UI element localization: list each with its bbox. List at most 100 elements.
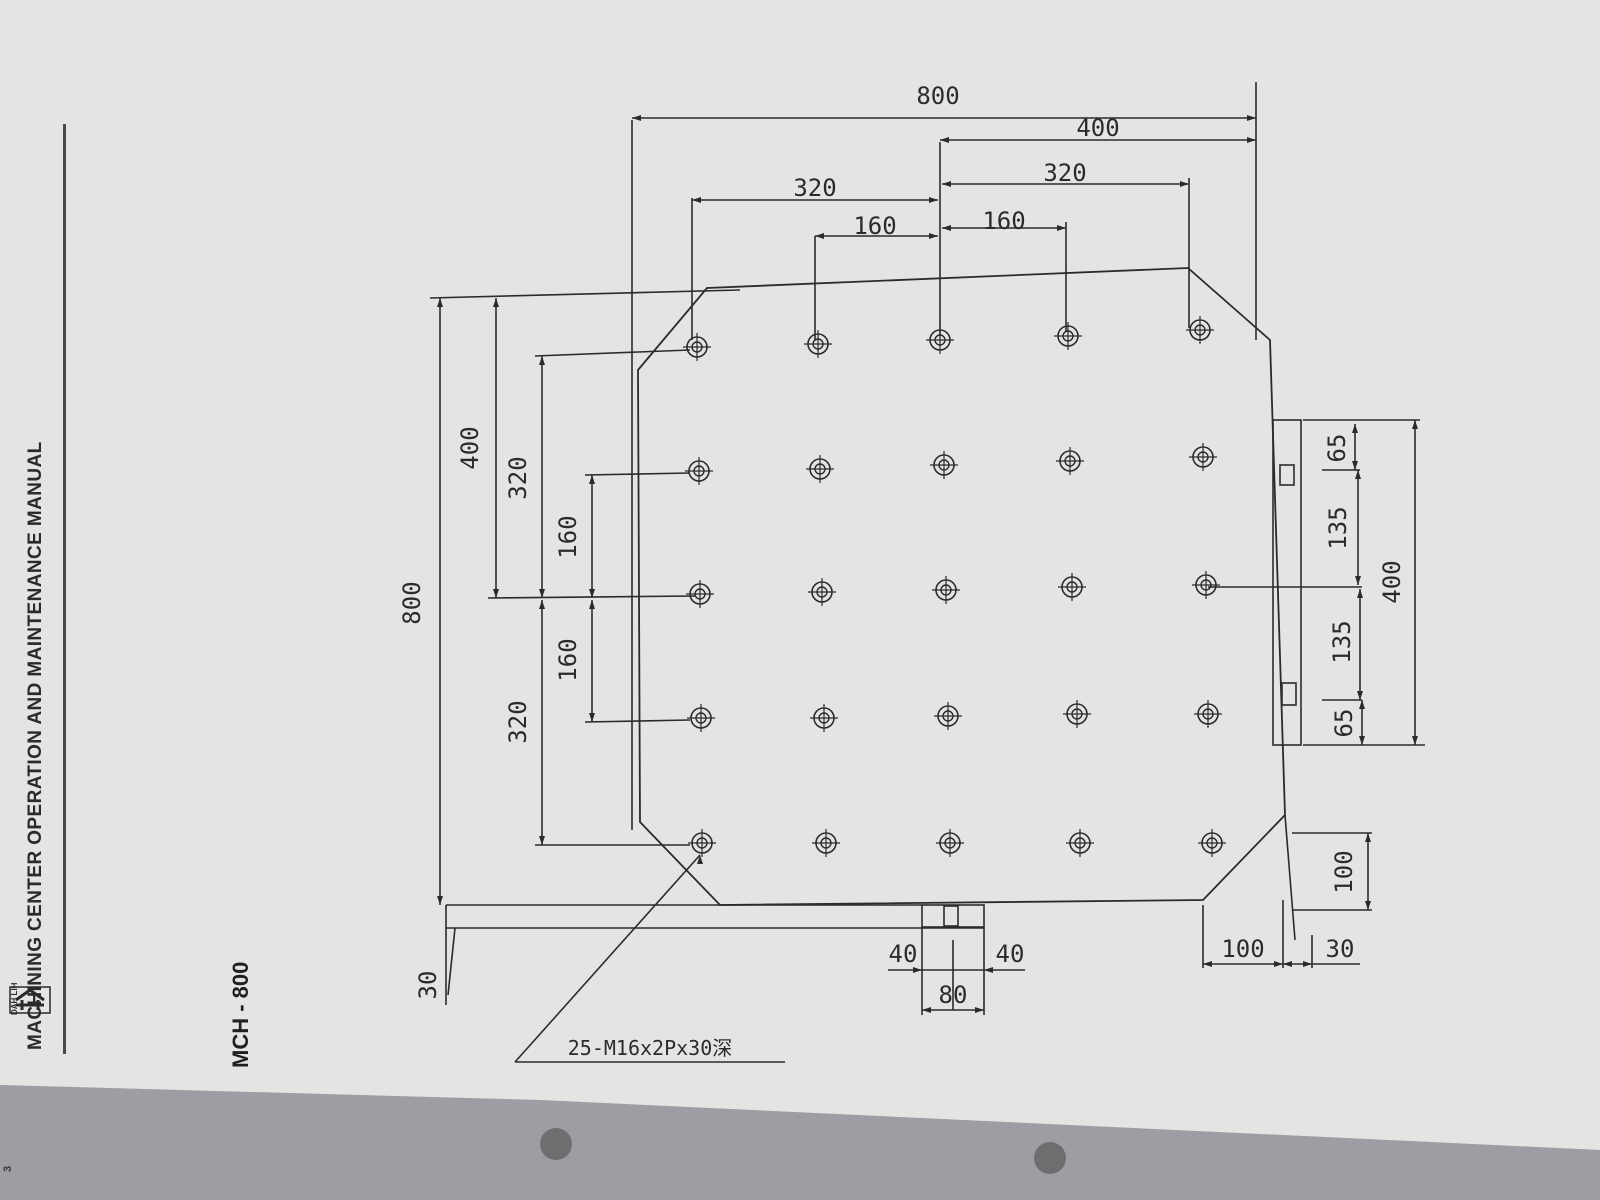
dimension-arrow <box>589 589 595 598</box>
dimension-arrow <box>922 1007 931 1013</box>
dimension-arrow <box>1365 833 1371 842</box>
key-slot <box>1281 682 1297 706</box>
tapped-hole <box>683 333 711 361</box>
tapped-hole <box>804 330 832 358</box>
dimension-arrow <box>1352 424 1358 433</box>
dimension-arrow <box>1247 137 1256 143</box>
dimension-arrow <box>539 600 545 609</box>
tapped-hole <box>936 829 964 857</box>
dim-left-lower-160-text: 160 <box>554 638 582 681</box>
extension-line <box>447 927 456 996</box>
edge-line <box>1284 814 1296 941</box>
dimension-arrow <box>1303 961 1312 967</box>
leader-line <box>514 854 701 1063</box>
tapped-hole <box>926 326 954 354</box>
dimension-arrow <box>1247 115 1256 121</box>
header-band <box>17 124 66 1054</box>
dim-bottom-40-left-text: 40 <box>889 940 918 968</box>
tapped-hole <box>1056 447 1084 475</box>
dim-bottom-100-text: 100 <box>1221 935 1264 963</box>
company-logo: DAH LIH <box>8 983 54 1047</box>
dim-left-half-text: 400 <box>456 426 484 469</box>
dim-top-overall-text: 800 <box>916 82 959 110</box>
dimension-arrow <box>1357 589 1363 598</box>
tapped-hole <box>1189 443 1217 471</box>
tapped-hole <box>1194 700 1222 728</box>
dim-top-left-320-text: 320 <box>793 174 836 202</box>
dim-right-65-top-text: 65 <box>1323 434 1351 463</box>
dimension-arrow <box>929 197 938 203</box>
dim-top-left-160-text: 160 <box>853 212 896 240</box>
extension-line <box>429 289 741 299</box>
dimension-arrow <box>942 225 951 231</box>
dimension-arrow <box>437 896 443 905</box>
dimension-arrow <box>975 1007 984 1013</box>
dimension-arrow <box>815 233 824 239</box>
dimension-arrow <box>1283 961 1292 967</box>
dim-right-65-bottom-text: 65 <box>1330 709 1358 738</box>
dim-left-upper-320-text: 320 <box>504 456 532 499</box>
dim-bottom-40-right-text: 40 <box>996 940 1025 968</box>
dim-left-overall-text: 800 <box>398 581 426 624</box>
tapped-hole <box>806 455 834 483</box>
dimension-arrow <box>1412 420 1418 429</box>
tapped-hole <box>810 704 838 732</box>
tapped-hole <box>1186 316 1214 344</box>
dimension-arrow <box>589 713 595 722</box>
extension-line <box>534 349 691 357</box>
tapped-hole <box>808 578 836 606</box>
dim-top-right-320-text: 320 <box>1043 159 1086 187</box>
dimension-arrow <box>539 356 545 365</box>
dimension-arrow <box>1357 691 1363 700</box>
dimension-arrow <box>493 589 499 598</box>
tapped-hole <box>688 829 716 857</box>
dimension-arrow <box>1412 736 1418 745</box>
tapped-hole <box>685 457 713 485</box>
tapped-hole <box>930 451 958 479</box>
dimension-arrow <box>1203 961 1212 967</box>
dimension-arrow <box>929 233 938 239</box>
dimension-arrow <box>913 967 922 973</box>
dimension-arrow <box>1359 736 1365 745</box>
tapped-hole <box>1198 829 1226 857</box>
extension-line <box>584 719 691 723</box>
dimension-arrow <box>1359 700 1365 709</box>
dim-bottom-30-left-text: 30 <box>414 971 442 1000</box>
dim-right-100-text: 100 <box>1330 850 1358 893</box>
dimension-arrow <box>589 475 595 484</box>
dim-bottom-30-right-text: 30 <box>1326 935 1355 963</box>
tapped-hole-grid <box>683 316 1226 857</box>
tapped-hole <box>687 704 715 732</box>
logo-icon <box>9 986 51 1014</box>
thread-note: 25-M16x2Px30深 <box>568 1036 733 1060</box>
dimension-arrow <box>1365 901 1371 910</box>
dimension-arrow <box>1057 225 1066 231</box>
dim-top-right-160-text: 160 <box>982 207 1025 235</box>
dimension-arrow <box>1274 961 1283 967</box>
dimension-arrow <box>1180 181 1189 187</box>
locating-block <box>921 904 985 928</box>
dimension-arrow <box>539 836 545 845</box>
dim-right-135-top-text: 135 <box>1324 506 1352 549</box>
key-slot <box>943 905 959 927</box>
dimension-arrow <box>493 298 499 307</box>
dim-right-400-text: 400 <box>1378 560 1406 603</box>
dim-left-lower-320-text: 320 <box>504 700 532 743</box>
binder-ring <box>540 1128 572 1160</box>
tapped-hole <box>1063 700 1091 728</box>
dimension-arrow <box>1355 470 1361 479</box>
binder-ring <box>1034 1142 1066 1174</box>
locating-block <box>1272 419 1302 746</box>
dimension-arrow <box>589 600 595 609</box>
dimension-arrow <box>1355 576 1361 585</box>
tapped-hole <box>686 580 714 608</box>
tapped-hole <box>1066 829 1094 857</box>
dim-right-135-bottom-text: 135 <box>1328 620 1356 663</box>
dimension-arrow <box>632 115 641 121</box>
key-slot <box>1279 464 1295 486</box>
dimension-arrow <box>984 967 993 973</box>
extension-line <box>584 472 691 476</box>
dimension-arrow <box>940 137 949 143</box>
